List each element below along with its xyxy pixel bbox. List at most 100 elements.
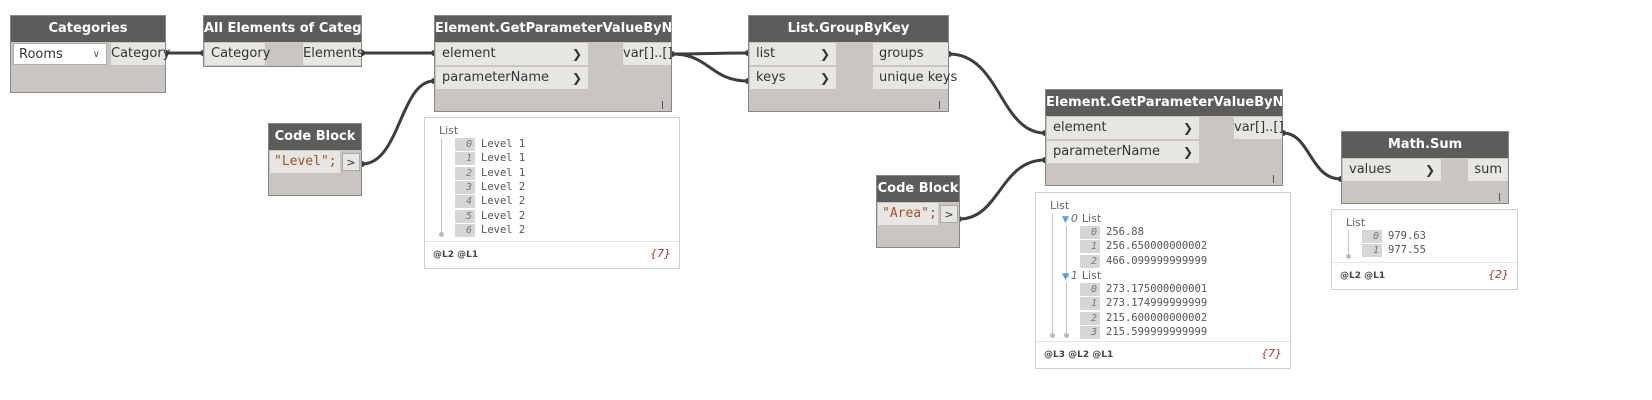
output-port-elements[interactable]: Elements xyxy=(303,43,364,65)
preview-header: List xyxy=(439,124,459,137)
list-item: 3 Level 2 xyxy=(455,180,526,194)
node-title: Code Block xyxy=(877,176,959,202)
wire-area-code xyxy=(958,158,1046,221)
chevron-right-icon: ❯ xyxy=(1182,121,1193,135)
node-title: All Elements of Category xyxy=(204,16,361,42)
list-index: 0 xyxy=(1362,230,1382,243)
lacing-indicator xyxy=(1499,193,1500,201)
level-indicator: @L2 @L1 xyxy=(433,250,479,260)
get-parameter-node-2[interactable]: Element.GetParameterValueByName element … xyxy=(1045,89,1284,186)
item-count: {7} xyxy=(650,247,671,260)
preview-footer: @L2 @L1 {7} xyxy=(425,241,679,268)
categories-node[interactable]: Categories Rooms ∨ Category xyxy=(10,15,170,93)
list-value: 215.599999999999 xyxy=(1106,325,1208,338)
input-port-parametername[interactable]: parameterName ❯ xyxy=(1047,141,1199,163)
wire-var-to-list xyxy=(671,51,749,56)
chevron-right-icon: ❯ xyxy=(1182,145,1193,159)
get-parameter-node-1[interactable]: Element.GetParameterValueByName element … xyxy=(434,15,673,112)
input-port-list[interactable]: list ❯ xyxy=(750,43,836,65)
chevron-right-icon: ❯ xyxy=(819,71,830,85)
output-port-unique-keys[interactable]: unique keys xyxy=(873,67,957,89)
node-title: Element.GetParameterValueByName xyxy=(1046,90,1282,116)
input-port-parametername[interactable]: parameterName ❯ xyxy=(436,67,588,89)
lacing-indicator xyxy=(662,101,663,109)
group-by-key-node[interactable]: List.GroupByKey list ❯ keys ❯ groups uni… xyxy=(748,15,957,112)
list-value: Level 1 xyxy=(481,166,526,179)
list-value: 256.88 xyxy=(1106,226,1144,238)
code-text[interactable]: "Level"; xyxy=(270,151,340,173)
output-port-sum[interactable]: sum xyxy=(1468,159,1508,181)
list-item: 2 215.600000000002 xyxy=(1080,311,1208,325)
node-title: Element.GetParameterValueByName xyxy=(435,16,671,42)
preview-header: List xyxy=(1346,216,1366,229)
category-dropdown[interactable]: Rooms ∨ xyxy=(13,43,107,65)
list-index: 1 xyxy=(455,152,475,166)
code-output-port[interactable]: > xyxy=(940,205,958,223)
preview-footer: @L3 @L2 @L1 {7} xyxy=(1036,341,1290,368)
sublist-label: List xyxy=(1081,268,1102,282)
input-port-keys[interactable]: keys ❯ xyxy=(750,67,836,89)
list-value: 466.099999999999 xyxy=(1106,254,1208,267)
list-item: 2 466.099999999999 xyxy=(1080,254,1208,268)
all-elements-node[interactable]: All Elements of Category Category Elemen… xyxy=(203,15,364,67)
output-port-var[interactable]: var[]..[] xyxy=(623,43,673,65)
list-index: 0 xyxy=(455,138,475,151)
expand-triangle-icon[interactable]: ▼ xyxy=(1062,215,1069,225)
list-index: 2 xyxy=(1080,311,1100,325)
code-block-level-node[interactable]: Code Block "Level"; > xyxy=(268,123,362,196)
chevron-right-icon: ❯ xyxy=(571,71,582,85)
wire-var-to-values xyxy=(1282,131,1342,181)
list-value: 273.174999999999 xyxy=(1106,297,1208,310)
input-port-values[interactable]: values ❯ xyxy=(1343,159,1441,181)
math-sum-node[interactable]: Math.Sum values ❯ sum xyxy=(1341,131,1509,204)
preview-header: List xyxy=(1050,199,1070,212)
list-value: Level 2 xyxy=(481,180,526,193)
list-index: 6 xyxy=(455,223,475,237)
list-index: 2 xyxy=(1080,254,1100,268)
output-port-category[interactable]: Category xyxy=(111,43,170,65)
list-item: 3 215.599999999999 xyxy=(1080,325,1208,339)
code-output-port[interactable]: > xyxy=(342,153,360,171)
expand-triangle-icon[interactable]: ▼ xyxy=(1062,271,1069,282)
list-item: 1 256.650000000002 xyxy=(1080,240,1208,254)
input-port-element[interactable]: element ❯ xyxy=(436,43,588,65)
sublist-label: List xyxy=(1081,212,1102,225)
chevron-right-icon: ❯ xyxy=(819,47,830,61)
list-index: 0 xyxy=(1080,282,1100,296)
list-index: 4 xyxy=(455,195,475,209)
level-indicator: @L2 @L1 xyxy=(1340,271,1386,281)
code-text[interactable]: "Area"; xyxy=(878,203,938,225)
list-value: 215.600000000002 xyxy=(1106,311,1208,324)
lacing-indicator xyxy=(1273,175,1274,183)
list-item: 0 256.88 xyxy=(1080,226,1144,239)
output-port-var[interactable]: var[]..[] xyxy=(1234,117,1284,139)
item-count: {2} xyxy=(1488,268,1509,281)
level-indicator: @L3 @L2 @L1 xyxy=(1044,350,1114,360)
item-count: {7} xyxy=(1261,347,1282,360)
code-block-area-node[interactable]: Code Block "Area"; > xyxy=(876,175,960,248)
chevron-down-icon: ∨ xyxy=(92,49,100,60)
list-value: 256.650000000002 xyxy=(1106,240,1208,253)
list-index: 1 xyxy=(1080,240,1100,254)
input-port-element[interactable]: element ❯ xyxy=(1047,117,1199,139)
list-index: 0 xyxy=(1080,226,1100,239)
list-index: 3 xyxy=(455,180,475,194)
list-index: 3 xyxy=(1080,325,1100,339)
list-value: Level 2 xyxy=(481,209,526,222)
input-port-category[interactable]: Category xyxy=(205,43,270,65)
output-port-groups[interactable]: groups xyxy=(873,43,948,65)
lacing-indicator xyxy=(939,101,940,109)
